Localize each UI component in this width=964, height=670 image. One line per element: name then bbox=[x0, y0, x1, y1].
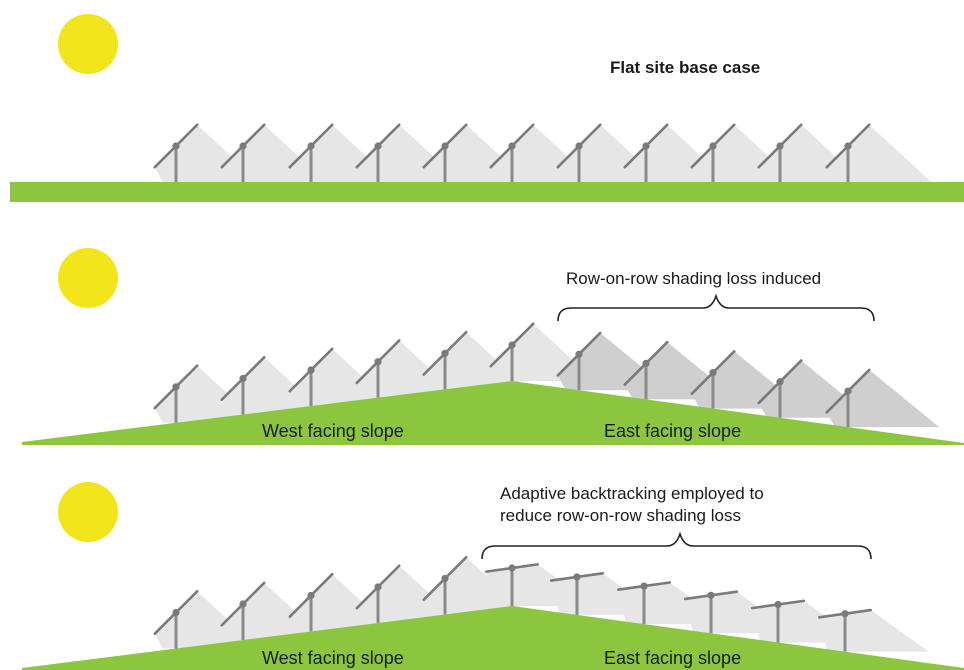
west-slope-label: West facing slope bbox=[262, 648, 404, 668]
tracker-hub bbox=[776, 378, 784, 386]
panel-3-caption-line-1: Adaptive backtracking employed to bbox=[500, 484, 764, 503]
tracker-hub bbox=[709, 368, 717, 377]
tracker-hub bbox=[307, 142, 315, 150]
hill-ground bbox=[22, 381, 964, 445]
panel-slope-backtracking: Adaptive backtracking employed to reduce… bbox=[22, 482, 964, 670]
row-shadow bbox=[826, 369, 940, 428]
tracker-rows-slope bbox=[153, 322, 940, 428]
tracker-rows-backtracking bbox=[153, 555, 929, 652]
sun-icon bbox=[58, 14, 118, 74]
tracker-hub bbox=[841, 610, 849, 618]
east-slope-label: East facing slope bbox=[604, 421, 741, 441]
tracker-hub bbox=[239, 142, 247, 150]
tracker-hub bbox=[774, 600, 782, 609]
tracker-hub bbox=[508, 142, 516, 150]
panel-flat-site: Flat site base case bbox=[10, 14, 964, 202]
west-slope-label: West facing slope bbox=[262, 421, 404, 441]
tracker-hub bbox=[642, 359, 650, 367]
panel-2-caption: Row-on-row shading loss induced bbox=[566, 269, 821, 288]
tracker-hub bbox=[844, 387, 852, 395]
panel-3-caption-line-2: reduce row-on-row shading loss bbox=[500, 506, 741, 525]
row-shadow bbox=[826, 124, 932, 182]
tracker-hub bbox=[239, 374, 247, 383]
tracker-hub bbox=[441, 142, 449, 150]
tracker-hub bbox=[374, 358, 382, 366]
tracker-hub bbox=[642, 142, 650, 150]
shading-brace bbox=[557, 293, 875, 322]
row-shadow bbox=[819, 610, 929, 652]
east-slope-label: East facing slope bbox=[604, 648, 741, 668]
tracker-hub bbox=[307, 366, 315, 374]
hill-ground bbox=[22, 606, 964, 670]
tracker-hub bbox=[307, 591, 315, 600]
panel-slope-shading: Row-on-row shading loss induced West fac… bbox=[22, 248, 964, 445]
tracker-hub bbox=[172, 608, 180, 617]
tracker-rows-flat bbox=[153, 123, 932, 182]
tracker-hub bbox=[508, 564, 516, 572]
tracker-hub bbox=[172, 383, 180, 391]
tracker-hub bbox=[441, 349, 449, 357]
tracker-hub bbox=[374, 142, 382, 150]
tracker-hub bbox=[441, 574, 449, 583]
tracker-hub bbox=[776, 142, 784, 150]
panel-1-caption: Flat site base case bbox=[610, 58, 760, 77]
tracker-hub bbox=[707, 591, 715, 599]
backtracking-brace bbox=[481, 531, 872, 560]
tracker-hub bbox=[575, 142, 583, 150]
sun-icon bbox=[58, 482, 118, 542]
tracker-hub bbox=[239, 600, 247, 608]
sun-icon bbox=[58, 248, 118, 308]
tracker-hub bbox=[640, 582, 648, 590]
tracker-hub bbox=[573, 573, 581, 581]
tracker-hub bbox=[508, 341, 516, 349]
flat-ground bbox=[10, 182, 964, 202]
tracker-hub bbox=[575, 350, 583, 358]
tracker-hub bbox=[374, 583, 382, 591]
tracker-hub bbox=[709, 142, 717, 150]
tracker-hub bbox=[172, 142, 180, 150]
tracker-hub bbox=[844, 142, 852, 150]
